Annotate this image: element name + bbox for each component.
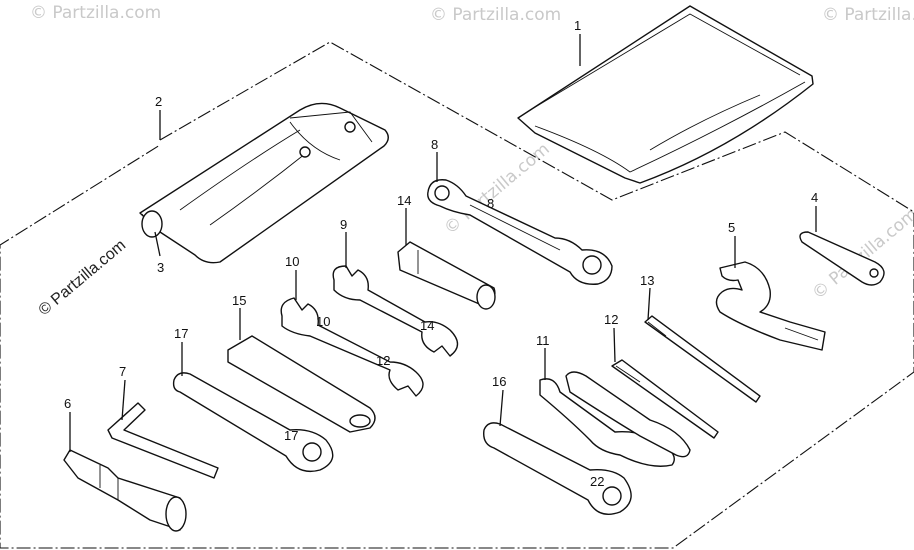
- watermark-faint-2: © Partzilla.com: [430, 5, 561, 25]
- callout-10: 10: [285, 254, 299, 269]
- watermark-main: © Partzilla.com: [36, 237, 130, 319]
- watermark-faint-1: © Partzilla.com: [30, 3, 161, 23]
- part-4-flat-tool: [799, 231, 885, 286]
- mark-12: 12: [376, 353, 390, 368]
- callout-13: 13: [640, 273, 654, 288]
- callout-12: 12: [604, 312, 618, 327]
- part-3-bag-end: [141, 210, 163, 238]
- callout-16: 16: [492, 374, 506, 389]
- part-14-socket: [397, 241, 496, 310]
- callout-14: 14: [397, 193, 411, 208]
- part-6-plug-wrench: [63, 449, 187, 532]
- assembly-frame: [0, 41, 914, 549]
- callout-9: 9: [340, 217, 347, 232]
- part-12-screwdriver: [611, 359, 719, 439]
- part-8-wrench: [427, 179, 613, 285]
- callout-4: 4: [811, 190, 818, 205]
- part-13-screwdriver: [644, 315, 761, 403]
- part-11-pliers: [539, 371, 691, 467]
- part-10-open-wrench: [280, 297, 424, 397]
- callout-3: 3: [157, 260, 164, 275]
- mark-8: 8: [487, 196, 494, 211]
- leader-lines: [69, 34, 817, 452]
- part-9-open-wrench: [332, 265, 459, 357]
- callout-17: 17: [174, 326, 188, 341]
- part-15-handle-bar: [227, 335, 376, 433]
- callout-2: 2: [155, 94, 162, 109]
- mark-22: 22: [590, 474, 604, 489]
- mark-14: 14: [420, 318, 434, 333]
- part-16-box-wrench: [483, 422, 632, 515]
- callout-1: 1: [574, 18, 581, 33]
- part-17-box-wrench: [172, 372, 334, 473]
- part-7-hex-key: [107, 402, 219, 479]
- callout-15: 15: [232, 293, 246, 308]
- callout-6: 6: [64, 396, 71, 411]
- callout-5: 5: [728, 220, 735, 235]
- part-1-tool-pouch: [517, 5, 814, 184]
- watermark-faint-3: © Partzilla.com: [822, 5, 914, 25]
- callout-7: 7: [119, 364, 126, 379]
- callout-8: 8: [431, 137, 438, 152]
- mark-17: 17: [284, 428, 298, 443]
- part-2-tool-bag: [139, 102, 389, 264]
- part-5-pin-spanner: [715, 261, 826, 351]
- callout-11: 11: [536, 333, 550, 348]
- mark-10: 10: [316, 314, 330, 329]
